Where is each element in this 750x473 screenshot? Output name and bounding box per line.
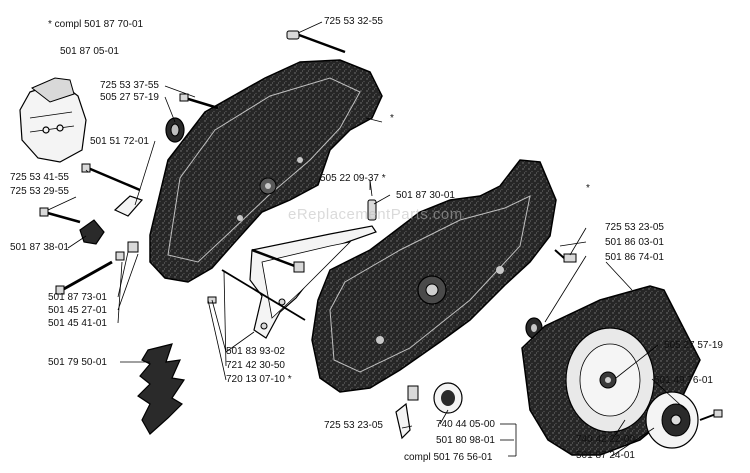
bolt-upper [179,93,219,110]
label-501860301: 501 86 03-01 [605,237,664,248]
chain-catcher [113,195,144,217]
label-compl-top: * compl 501 87 70-01 [48,19,144,30]
label-505220937: 505 22 09-37 * [320,173,386,184]
label-501877301: 501 87 73-01 [48,292,107,303]
label-721423050: 721 42 30-50 [226,360,285,371]
tensioner-knob [79,219,105,245]
spring-pin [367,199,377,221]
left-housing [149,59,383,283]
screw-right [554,249,577,263]
chain-guard-plate [19,77,87,163]
screw-top [286,30,346,54]
label-505275719-a: 505 27 57-19 [100,92,159,103]
label-501873801: 501 87 38-01 [10,242,69,253]
screw-long-left [81,163,141,192]
label-725534155: 725 53 41-55 [10,172,69,183]
label-501795001: 501 79 50-01 [48,357,107,368]
label-725533755: 725 53 37-55 [100,80,159,91]
adjusting-screw [55,260,113,295]
label-725532955: 725 53 29-55 [10,186,69,197]
label-star-right: * [390,113,394,124]
label-740422200: 740 42 22-00 [576,434,635,445]
screw-short-left [39,207,81,224]
gasket-bolt [251,248,305,273]
label-725532305-a: 725 53 23-05 [605,222,664,233]
tensioner-nut [115,241,139,261]
label-star-top: * [586,183,590,194]
label-725533255: 725 53 32-55 [324,16,383,27]
label-501497601: 501 49 76-01 [654,375,713,386]
label-501452701: 501 45 27-01 [48,305,107,316]
label-501839302: 501 83 93-02 [226,346,285,357]
label-compl-bottom: compl 501 76 56-01 [404,452,493,463]
label-505275719-b: 505 27 57-19 [664,340,723,351]
label-501872401: 501 87 24-01 [576,450,635,461]
label-501517201: 501 51 72-01 [90,136,149,147]
label-720130710: 720 13 07-10 * [226,374,292,385]
watermark: eReplacementParts.com [288,206,463,223]
label-501809801: 501 80 98-01 [436,435,495,446]
oil-pump [395,382,463,440]
label-740440500: 740 44 05-00 [436,419,495,430]
bumper-spike [137,343,186,435]
label-501454101: 501 45 41-01 [48,318,107,329]
leader-lines [47,21,687,457]
label-501873001: 501 87 30-01 [396,190,455,201]
label-501867401: 501 86 74-01 [605,252,664,263]
label-501870501: 501 87 05-01 [60,46,119,57]
oil-seal [165,117,185,143]
label-725532305-b: 725 53 23-05 [324,420,383,431]
crankcase [311,159,557,393]
starter-pulley [645,391,723,449]
